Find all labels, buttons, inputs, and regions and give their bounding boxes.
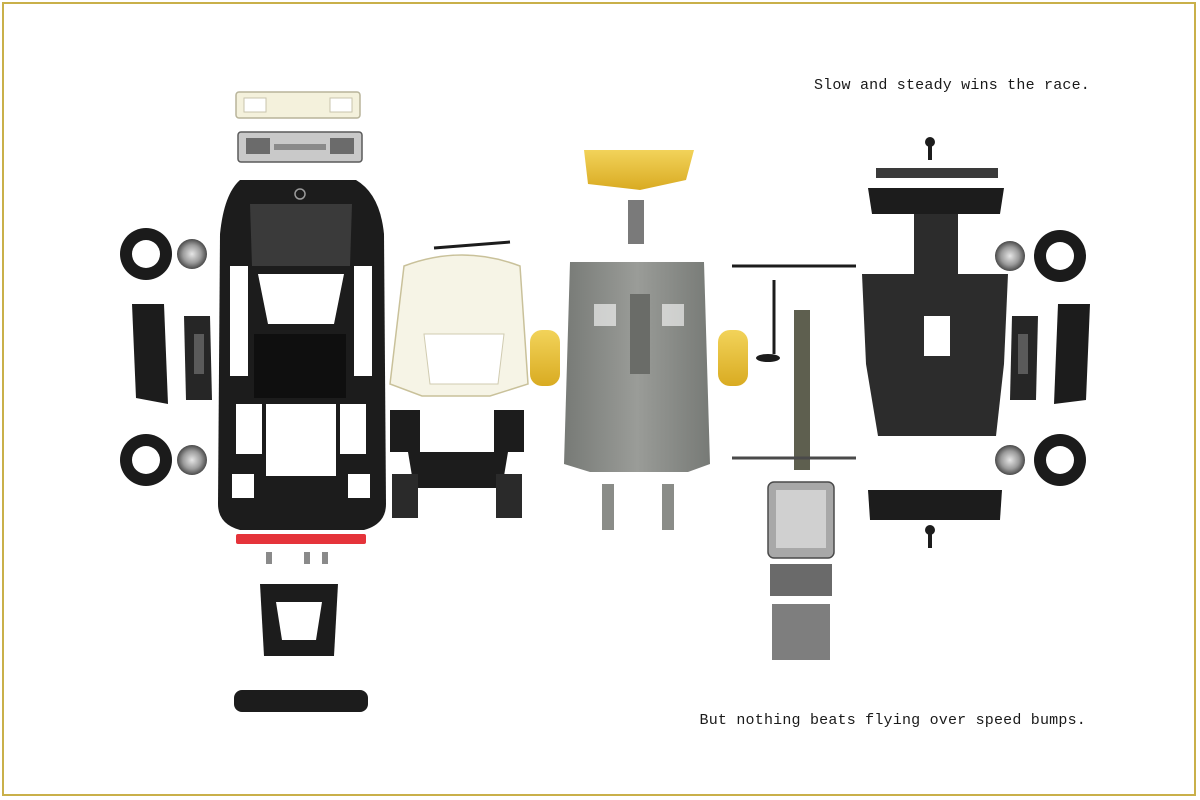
red-rear-light-bar bbox=[236, 534, 366, 544]
yellow-spoiler bbox=[584, 150, 694, 190]
chrome-headlight-part bbox=[237, 131, 363, 163]
tire-rear-left bbox=[120, 434, 172, 486]
black-car-body-shell bbox=[218, 180, 386, 530]
black-rear-engine-cover bbox=[260, 584, 338, 656]
black-chassis bbox=[862, 168, 1008, 520]
yellow-wheel-left bbox=[530, 330, 560, 386]
hub-rear-left bbox=[177, 445, 207, 475]
engine-base bbox=[770, 564, 832, 660]
black-rear-bumper bbox=[234, 690, 368, 712]
caption-top: Slow and steady wins the race. bbox=[813, 77, 1090, 94]
tire-front-left bbox=[120, 228, 172, 280]
hub-front-right bbox=[995, 241, 1025, 271]
tire-rear-right bbox=[1034, 434, 1086, 486]
black-seat-frame bbox=[390, 410, 524, 518]
clear-windshield bbox=[389, 254, 529, 397]
tire-front-right bbox=[1034, 230, 1086, 282]
clear-headlight-part bbox=[235, 91, 361, 119]
hub-front-left bbox=[177, 239, 207, 269]
drivetrain-shaft bbox=[732, 310, 856, 470]
caption-bottom: But nothing beats flying over speed bump… bbox=[699, 712, 1086, 729]
grey-interior-tub bbox=[564, 262, 710, 530]
yellow-wheel-right bbox=[718, 330, 748, 386]
hub-rear-right bbox=[995, 445, 1025, 475]
chrome-exhaust-tips bbox=[266, 552, 328, 564]
steering-column bbox=[628, 200, 644, 244]
windshield-wiper bbox=[433, 240, 511, 250]
disassembled-car-parts-illustration bbox=[120, 91, 1090, 712]
door-panel-right bbox=[1010, 304, 1090, 404]
chassis-screw-bottom bbox=[925, 525, 935, 548]
chassis-screw-top bbox=[925, 137, 935, 160]
door-panel-left bbox=[132, 304, 212, 404]
jack-stand bbox=[756, 280, 780, 362]
chrome-engine-block bbox=[767, 481, 835, 559]
